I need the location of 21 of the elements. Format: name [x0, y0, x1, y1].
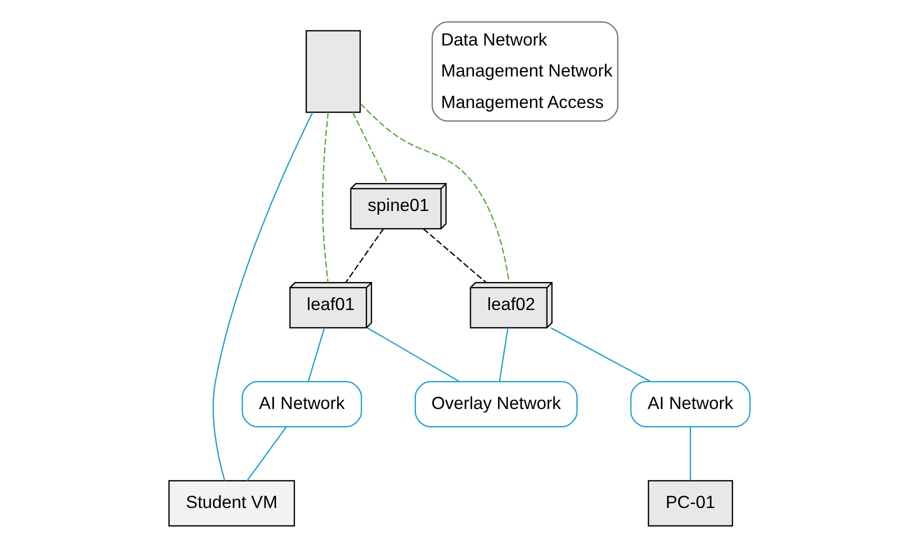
node-box: AI Network — [241, 381, 362, 428]
connector — [307, 328, 324, 382]
connector — [422, 228, 486, 284]
legend-label: Data Network — [440, 29, 547, 50]
connector — [344, 228, 384, 283]
connector — [360, 103, 510, 282]
connector — [689, 426, 691, 481]
legend-label: Management Access — [440, 92, 604, 112]
node-box: Overlay Network — [414, 381, 578, 428]
connector — [498, 328, 508, 382]
connector — [550, 327, 651, 382]
node-box: AI Network — [630, 381, 750, 428]
connector — [366, 327, 460, 382]
connector — [352, 112, 388, 184]
node-box — [305, 30, 360, 113]
legend-label: Management Network — [440, 60, 612, 81]
connector — [212, 112, 313, 481]
node-box: PC-01 — [647, 480, 733, 526]
connector — [246, 426, 286, 482]
connector — [322, 112, 328, 283]
node-box: Student VM — [168, 480, 294, 526]
